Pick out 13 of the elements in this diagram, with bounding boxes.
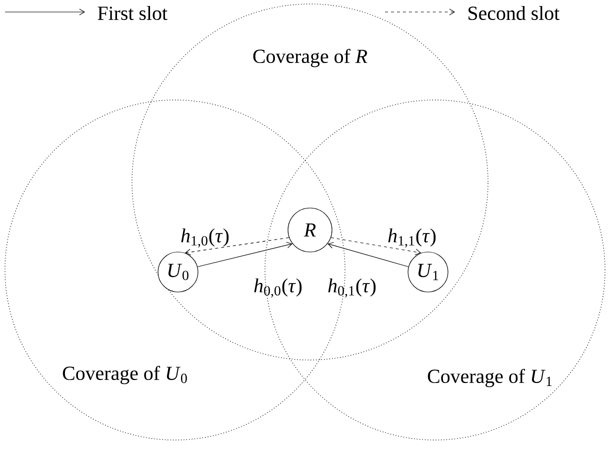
arrow bbox=[330, 237, 422, 256]
arrow bbox=[197, 242, 292, 268]
area-label: Coverage of U$_{0}$ bbox=[62, 366, 187, 384]
edge-label: h$_{0,1}$(τ) bbox=[328, 278, 376, 298]
area-label: Coverage of R bbox=[253, 48, 368, 68]
area-label: Coverage of U$_{1}$ bbox=[428, 368, 552, 388]
legend-label: First slot bbox=[98, 6, 168, 20]
legend-label: Second slot bbox=[468, 6, 560, 20]
arrow bbox=[328, 242, 409, 268]
arrow bbox=[184, 237, 290, 256]
edge-label: h$_{1,1}$(τ) bbox=[388, 228, 436, 248]
edge-label: h$_{0,0}$(τ) bbox=[254, 278, 302, 298]
edge-label: h$_{1,0}$(τ) bbox=[181, 228, 229, 248]
